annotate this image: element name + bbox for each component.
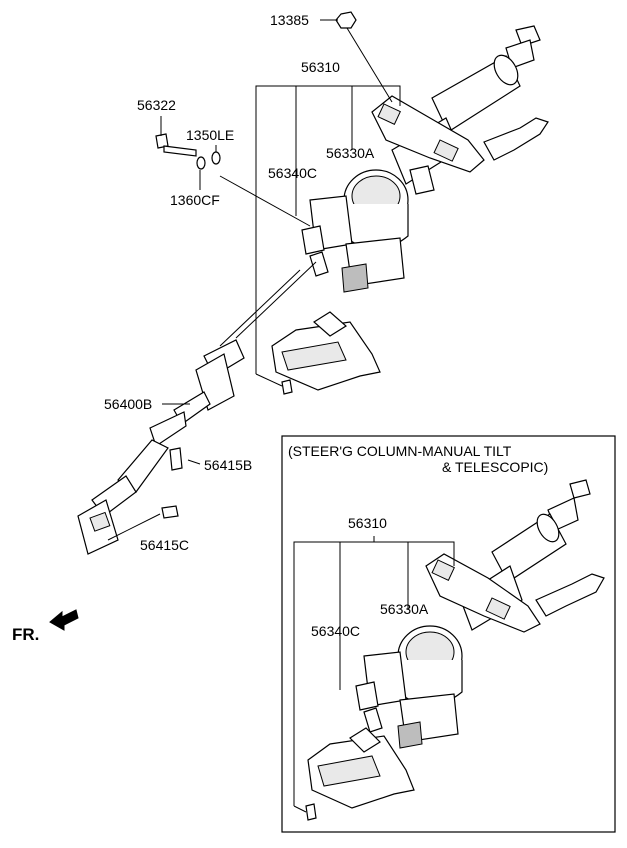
front-arrow-icon [49,609,79,631]
label-56400b: 56400B [104,396,152,412]
label-13385: 13385 [270,12,309,28]
steering-column-assembly-inset [305,479,605,821]
label-fr: FR. [12,625,39,644]
inset-title-line-2: & TELESCOPIC) [442,459,548,475]
inset-frame [281,435,616,833]
label-56340c-top: 56340C [268,165,317,181]
label-56330a-inset: 56330A [380,601,429,617]
label-56330a-top: 56330A [326,145,375,161]
label-56415c: 56415C [140,537,189,553]
label-1360cf: 1360CF [170,192,220,208]
label-56415b: 56415B [204,457,252,473]
label-56310-inset: 56310 [348,515,387,531]
intermediate-shaft [77,339,245,555]
label-56322: 56322 [137,97,176,113]
inset-title-line-1: (STEER'G COLUMN-MANUAL TILT [288,443,512,459]
label-56340c-inset: 56340C [311,623,360,639]
leader-lines-inset [293,536,455,813]
leader-lines-top [107,19,401,541]
steering-column-assembly-top [155,11,549,395]
label-56310-top: 56310 [301,59,340,75]
label-1350le: 1350LE [186,127,234,143]
